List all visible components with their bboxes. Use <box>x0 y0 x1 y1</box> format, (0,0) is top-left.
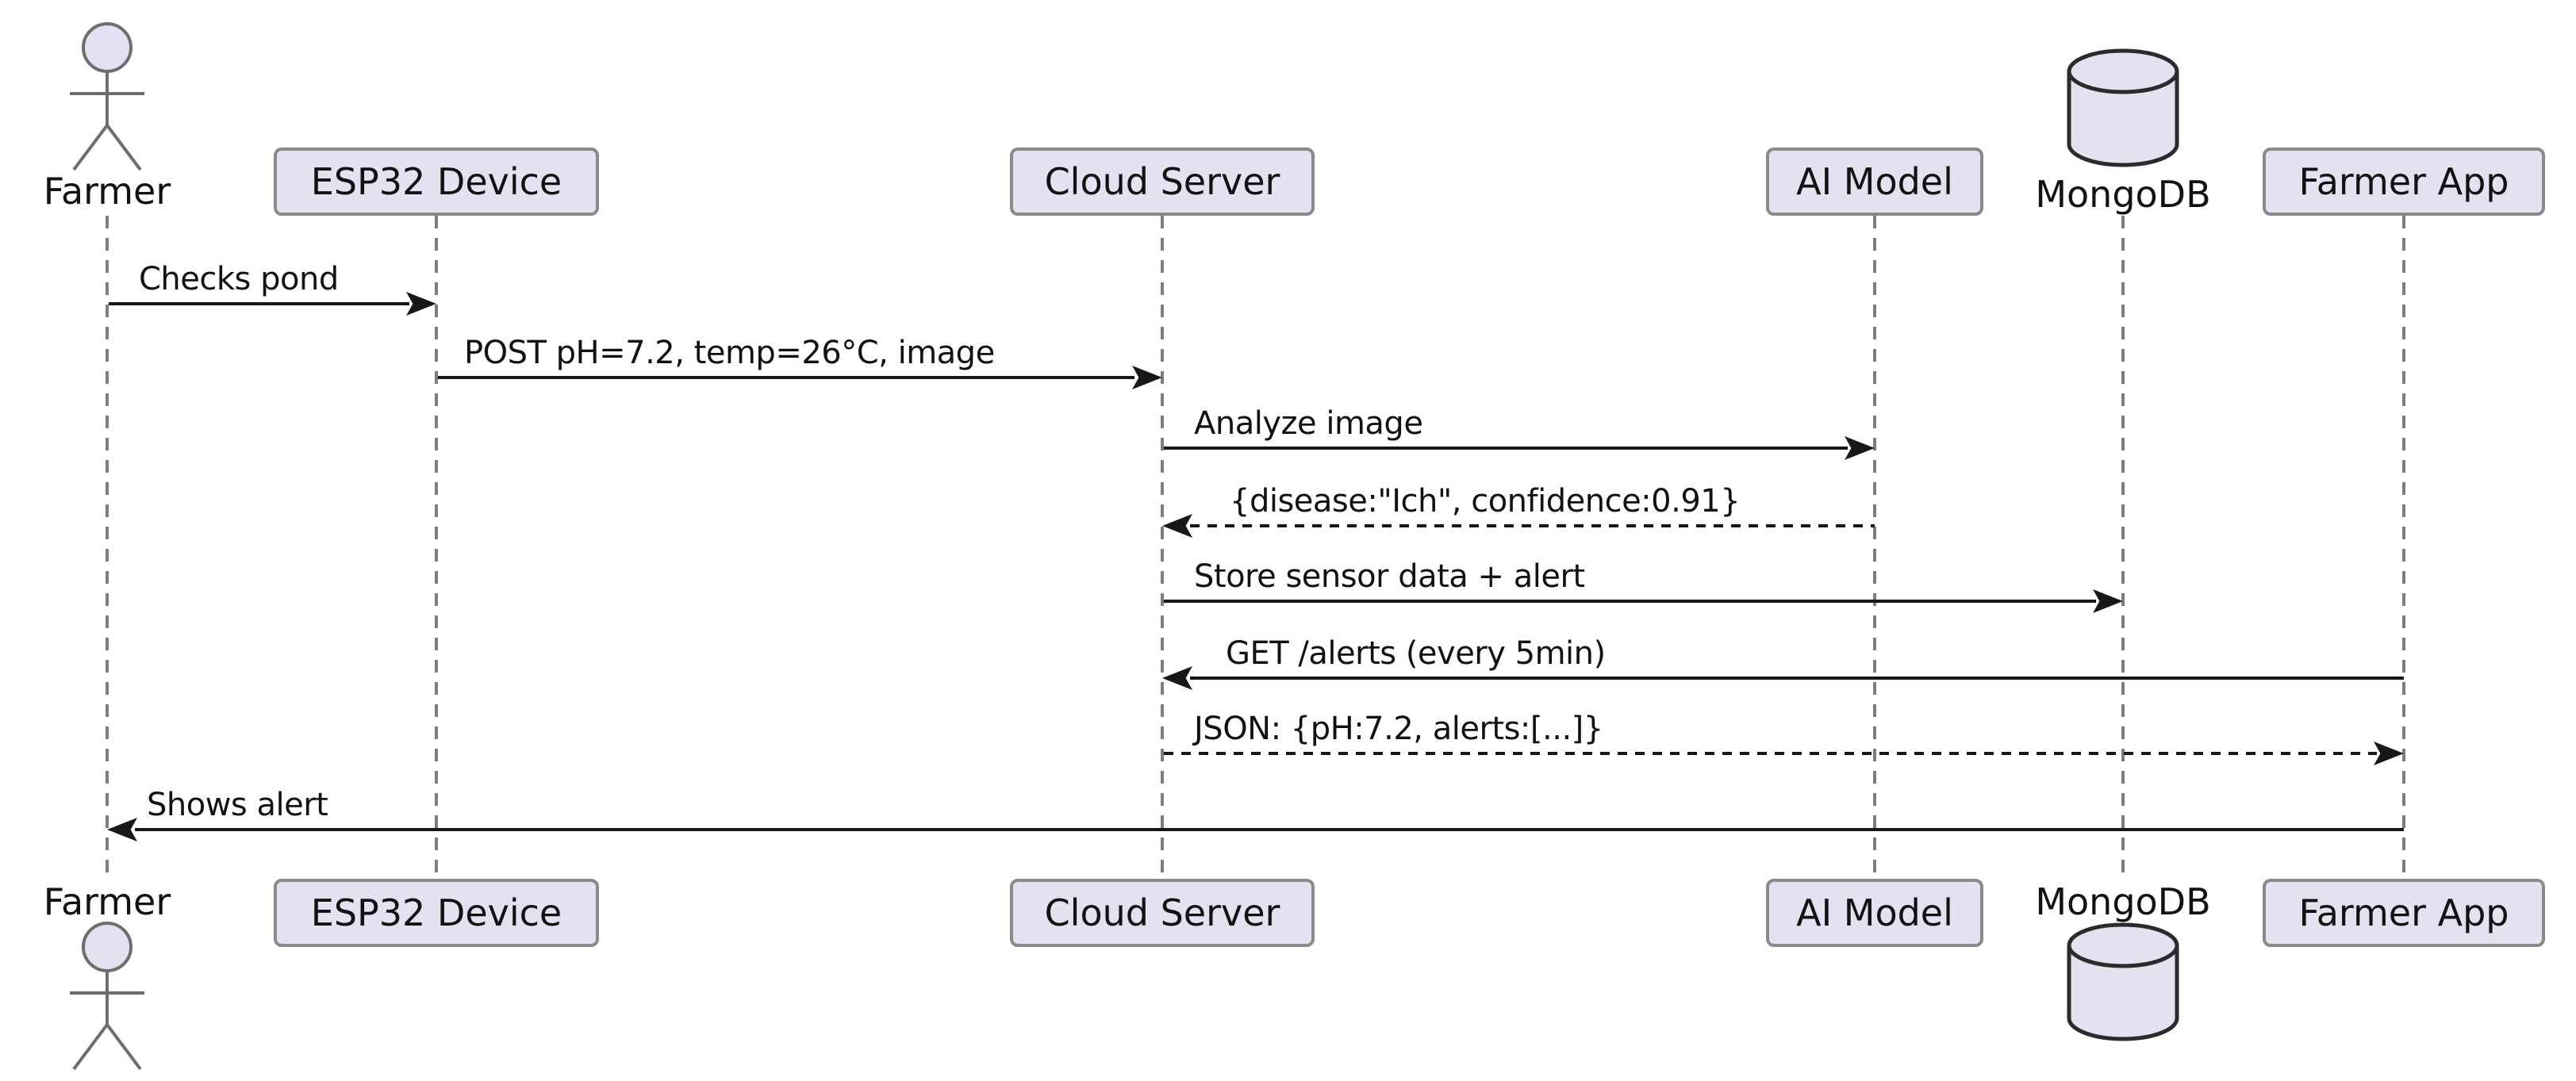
arrowhead-icon <box>1162 666 1192 690</box>
message-arrow-analyze-image <box>1164 447 1848 450</box>
lifeline-ai-model <box>1873 216 1876 879</box>
actor-icon-farmer-top <box>70 22 144 171</box>
message-label-checks-pond: Checks pond <box>139 261 339 297</box>
participant-box-ai-model-top: AI Model <box>1766 148 1983 216</box>
lifeline-farmer <box>106 216 109 879</box>
participant-box-farmer-app-bottom: Farmer App <box>2263 879 2545 947</box>
participant-label-mongodb-top: MongoDB <box>2035 173 2211 216</box>
arrowhead-icon <box>1845 436 1875 460</box>
actor-icon-farmer-bottom <box>70 922 144 1071</box>
arrowhead-icon <box>1162 514 1192 538</box>
lifeline-farmer-app <box>2402 216 2405 879</box>
participant-label-farmer-bottom: Farmer <box>43 880 171 923</box>
message-label-json-response: JSON: {pH:7.2, alerts:[...]} <box>1194 711 1603 747</box>
arrowhead-icon <box>1132 366 1162 389</box>
participant-box-esp32-device-bottom: ESP32 Device <box>274 879 599 947</box>
message-label-get-alerts: GET /alerts (every 5min) <box>1226 635 1606 672</box>
participant-box-ai-model-bottom: AI Model <box>1766 879 1983 947</box>
arrowhead-icon <box>2093 589 2123 613</box>
message-label-shows-alert: Shows alert <box>147 787 328 823</box>
database-icon-mongodb-bottom <box>2067 922 2179 1041</box>
message-label-disease-confidence: {disease:"Ich", confidence:0.91} <box>1230 483 1741 519</box>
message-return-arrow-json-response <box>1164 752 2377 755</box>
message-arrow-shows-alert <box>135 828 2404 831</box>
participant-box-esp32-device-top: ESP32 Device <box>274 148 599 216</box>
message-label-store-sensor-data: Store sensor data + alert <box>1194 558 1585 595</box>
lifeline-mongodb <box>2121 216 2125 879</box>
arrowhead-icon <box>406 292 436 316</box>
message-label-analyze-image: Analyze image <box>1194 405 1423 442</box>
message-arrow-store-sensor-data <box>1164 600 2096 603</box>
database-icon-mongodb-top <box>2067 48 2179 167</box>
participant-box-farmer-app-top: Farmer App <box>2263 148 2545 216</box>
lifeline-cloud-server <box>1161 216 1164 879</box>
message-arrow-checks-pond <box>109 302 409 305</box>
lifeline-esp32-device <box>435 216 438 879</box>
message-arrow-post-sensor-data <box>438 376 1134 379</box>
participant-box-cloud-server-bottom: Cloud Server <box>1010 879 1315 947</box>
participant-box-cloud-server-top: Cloud Server <box>1010 148 1315 216</box>
message-return-arrow-disease-confidence <box>1190 524 1875 527</box>
message-arrow-get-alerts <box>1190 677 2404 680</box>
arrowhead-icon <box>107 818 137 841</box>
participant-label-farmer-top: Farmer <box>43 170 171 213</box>
arrowhead-icon <box>2374 742 2404 765</box>
participant-label-mongodb-bottom: MongoDB <box>2035 880 2211 923</box>
message-label-post-sensor-data: POST pH=7.2, temp=26°C, image <box>464 335 995 371</box>
